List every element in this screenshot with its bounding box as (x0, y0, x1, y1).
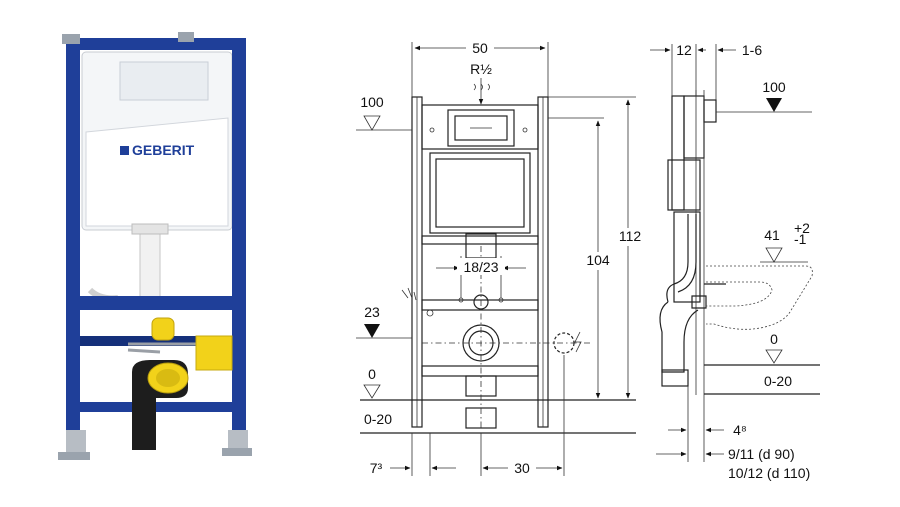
dim-level-100-left: 100 (360, 94, 384, 110)
dim-outlet-level: 23 (364, 304, 380, 320)
dim-height-frame: 112 (619, 228, 642, 244)
brand-label: GEBERIT (132, 142, 195, 158)
dim-width: 50 (472, 40, 488, 56)
dim-top-a: 12 (676, 42, 692, 58)
front-view-drawing: 50 R½ 100 112 104 18/23 23 0 0-20 (356, 38, 644, 477)
dim-bowl-height: 41 (764, 227, 780, 243)
geberit-logo-mark (120, 146, 129, 155)
dim-top-b: 1-6 (742, 42, 762, 58)
dim-height-actuator: 104 (586, 252, 610, 268)
side-view-drawing: 100 12 1-6 41 +2 -1 0 0-20 4⁸ 9/11 (d 90… (650, 42, 820, 481)
dim-bowl-tol-plus: +2 (794, 220, 810, 236)
dim-floor-range: 0-20 (364, 411, 392, 427)
dim-fixing-spacing: 18/23 (463, 259, 498, 275)
dim-floor-range-side: 0-20 (764, 373, 792, 389)
dim-depth-d110: 10/12 (d 110) (728, 465, 810, 481)
dim-depth-d90: 9/11 (d 90) (728, 446, 795, 462)
dim-level-100-right: 100 (762, 79, 786, 95)
dim-connection: R½ (470, 61, 492, 77)
installation-frame-photo: GEBERIT (58, 32, 252, 460)
dim-leg-offset: 7³ (370, 460, 383, 476)
dim-floor-level: 0 (368, 366, 376, 382)
dim-floor-level-side: 0 (770, 331, 778, 347)
dim-bottom-spacing: 30 (514, 460, 530, 476)
electric-icon (574, 331, 582, 353)
dim-bowl-tol-minus: -1 (794, 231, 807, 247)
dim-wall: 4⁸ (733, 422, 747, 438)
